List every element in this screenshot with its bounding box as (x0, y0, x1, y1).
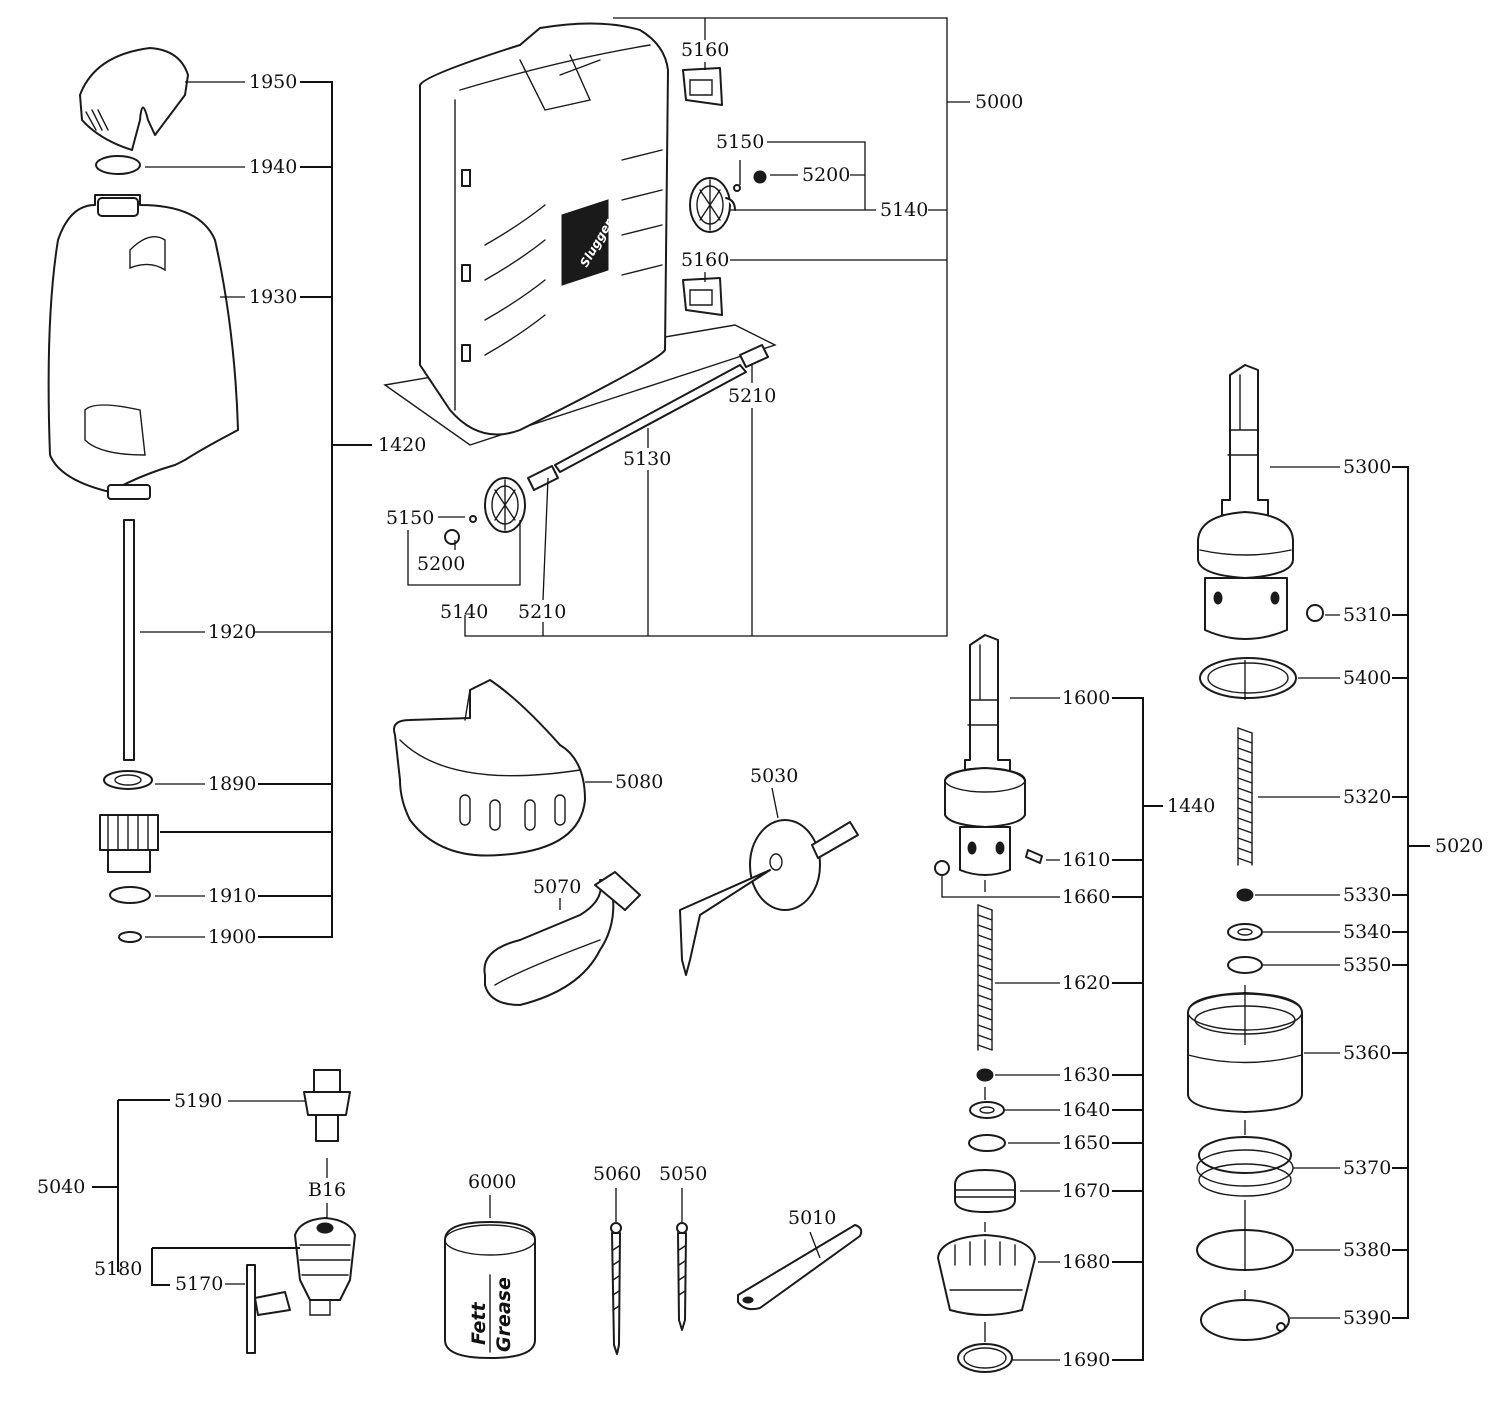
part-number-1610: 1610 (1062, 849, 1110, 871)
part-number-1650: 1650 (1062, 1132, 1110, 1154)
part-number-5320: 5320 (1343, 786, 1391, 808)
part-number-5330: 5330 (1343, 884, 1391, 906)
part-number-5060: 5060 (593, 1163, 641, 1185)
spring-1620 (977, 904, 993, 1051)
part-number-1440: 1440 (1167, 795, 1215, 817)
part-number-5340: 5340 (1343, 921, 1391, 943)
part-number-5190: 5190 (174, 1090, 222, 1112)
part-number-1600: 1600 (1062, 687, 1110, 709)
part-number-5020: 5020 (1435, 835, 1483, 857)
part-number-b16: B16 (308, 1179, 346, 1201)
part-number-1630: 1630 (1062, 1064, 1110, 1086)
part-number-5000: 5000 (975, 91, 1023, 113)
part-number-1660: 1660 (1062, 886, 1110, 908)
chuck-and-consumables: 5190 5040 B16 5180 5170 6000 Fett Grease… (37, 1069, 863, 1359)
part-number-1920: 1920 (208, 621, 256, 643)
part-number-5370: 5370 (1343, 1157, 1391, 1179)
part-number-5210-left: 5210 (518, 601, 566, 623)
arbor-assembly-5020: 5300 5310 5400 5320 5020 5330 5340 5350 … (1187, 364, 1483, 1341)
part-number-1690: 1690 (1062, 1349, 1110, 1371)
part-number-5150-left: 5150 (386, 507, 434, 529)
part-number-5130: 5130 (623, 448, 671, 470)
part-number-1620: 1620 (1062, 972, 1110, 994)
part-number-5180: 5180 (94, 1258, 142, 1280)
part-number-5010: 5010 (788, 1207, 836, 1229)
part-number-5140-right: 5140 (880, 199, 928, 221)
part-number-5150-right: 5150 (716, 131, 764, 153)
part-number-5380: 5380 (1343, 1239, 1391, 1261)
grease-can-label-grease: Grease (493, 1277, 515, 1352)
part-number-5160-top: 5160 (681, 39, 729, 61)
case-assembly: Slugger 5160 5000 5150 5200 5140 (383, 17, 1023, 637)
part-number-5030: 5030 (750, 765, 798, 787)
part-number-1680: 1680 (1062, 1251, 1110, 1273)
part-number-1950: 1950 (249, 71, 297, 93)
part-number-1910: 1910 (208, 885, 256, 907)
part-number-5300: 5300 (1343, 456, 1391, 478)
part-number-5400: 5400 (1343, 667, 1391, 689)
part-number-5050: 5050 (659, 1163, 707, 1185)
part-number-5360: 5360 (1343, 1042, 1391, 1064)
part-number-5160-bottom: 5160 (681, 249, 729, 271)
part-number-5040: 5040 (37, 1176, 85, 1198)
part-number-5210-right: 5210 (728, 385, 776, 407)
part-number-5200-right: 5200 (802, 164, 850, 186)
arbor-assembly-1440: 1600 1440 1610 1660 1620 1630 1640 1650 … (934, 634, 1215, 1373)
part-number-1420: 1420 (378, 434, 426, 456)
part-number-5200-left: 5200 (417, 553, 465, 575)
accessories-middle: 5080 5030 5070 (393, 679, 859, 1006)
part-number-5170: 5170 (175, 1273, 223, 1295)
part-number-1640: 1640 (1062, 1099, 1110, 1121)
part-number-5080: 5080 (615, 771, 663, 793)
spring-5320 (1237, 727, 1253, 866)
part-number-1670: 1670 (1062, 1180, 1110, 1202)
tank-assembly: 1950 1940 1930 1420 1920 1890 1910 1900 (47, 47, 426, 948)
part-number-5390: 5390 (1343, 1307, 1391, 1329)
grease-can-label-fett: Fett (468, 1302, 490, 1345)
part-number-5310: 5310 (1343, 604, 1391, 626)
part-number-5140-left: 5140 (440, 601, 488, 623)
part-number-6000: 6000 (468, 1171, 516, 1193)
part-number-1890: 1890 (208, 773, 256, 795)
part-number-5350: 5350 (1343, 954, 1391, 976)
part-number-1900: 1900 (208, 926, 256, 948)
part-number-1940: 1940 (249, 156, 297, 178)
part-number-5070: 5070 (533, 876, 581, 898)
part-number-1930: 1930 (249, 286, 297, 308)
